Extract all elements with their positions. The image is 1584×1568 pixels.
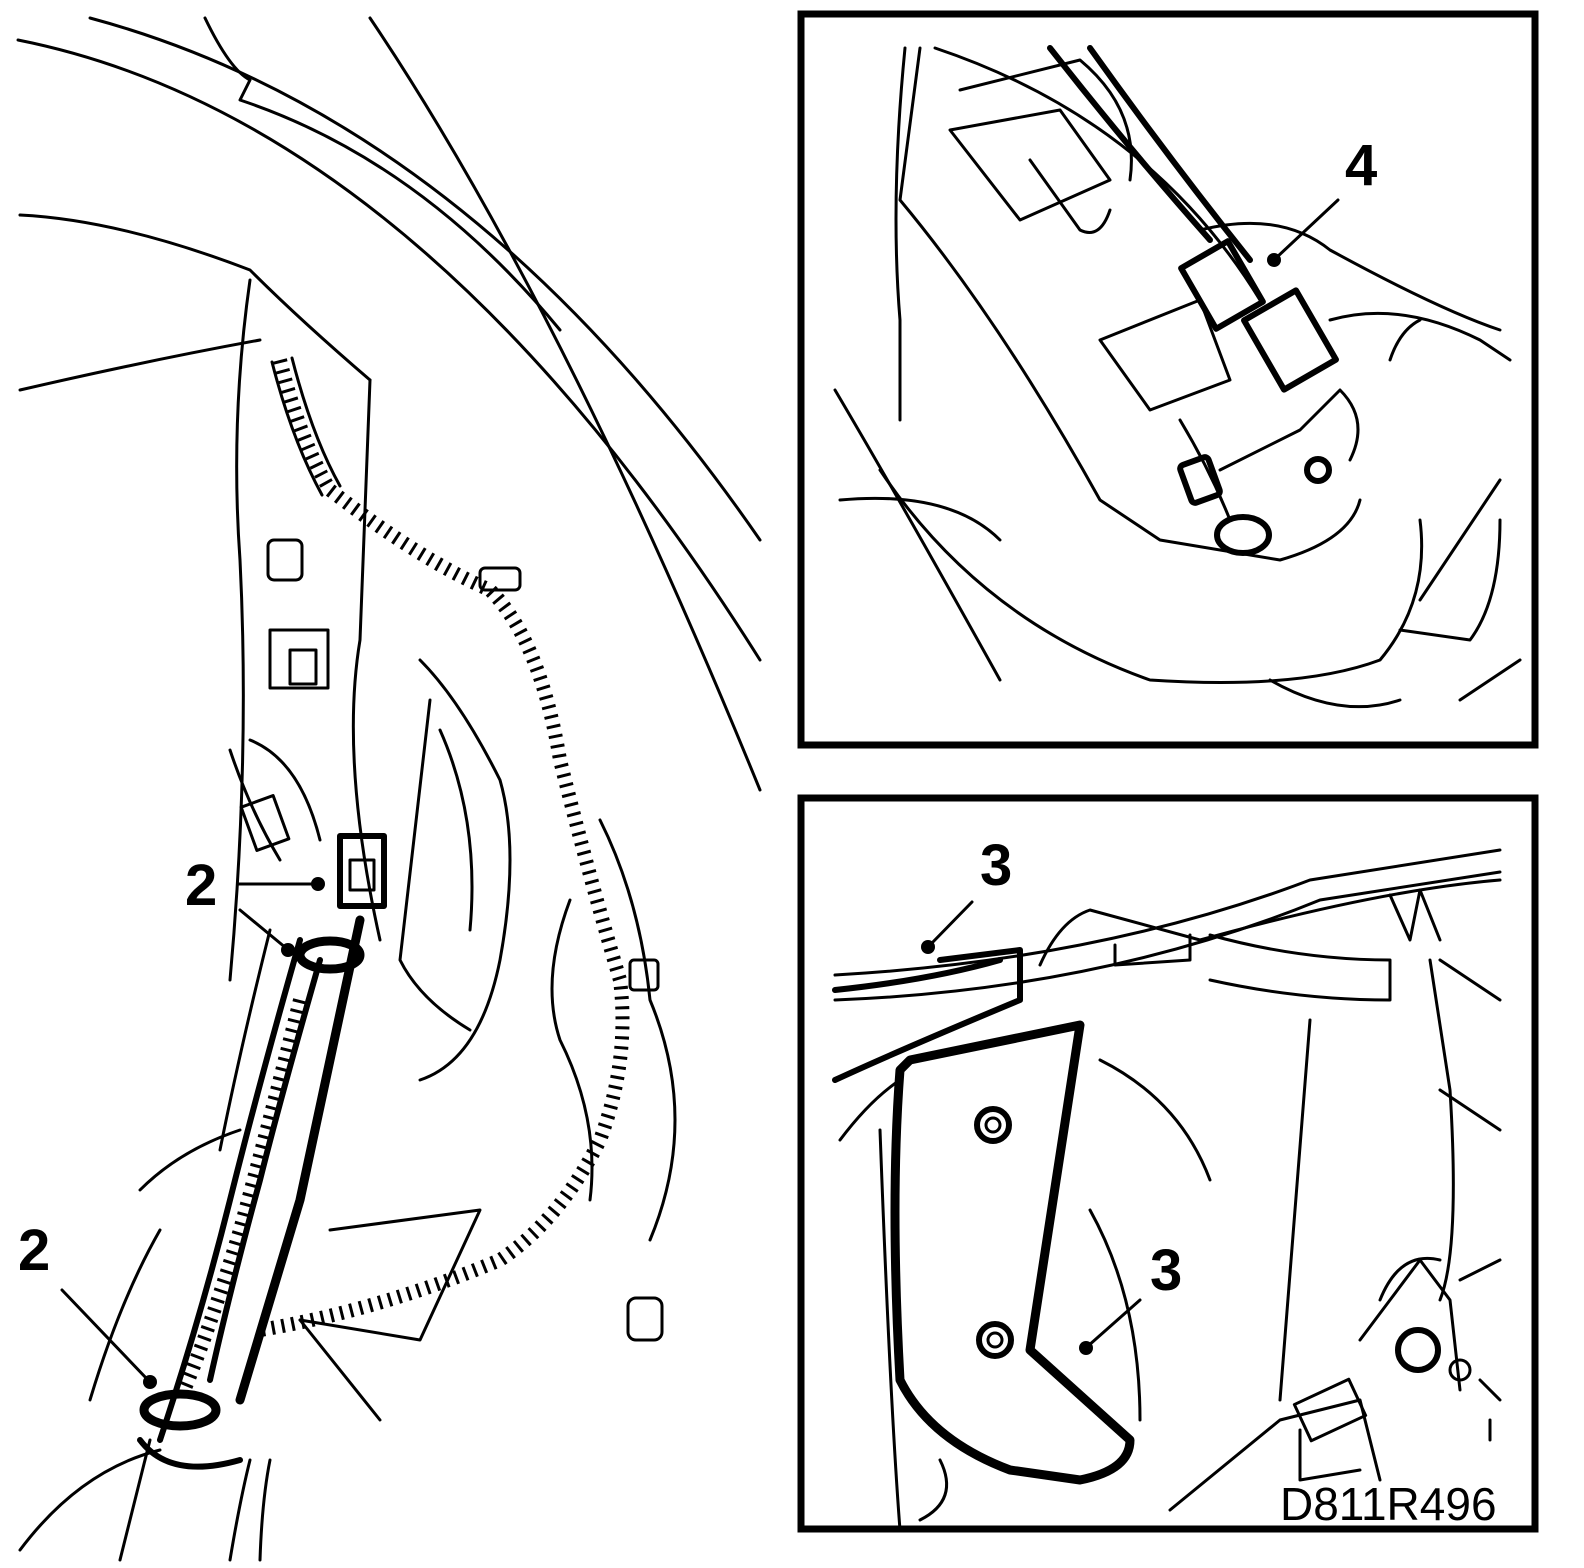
main-lower-callout: 2: [18, 1218, 50, 1283]
main-connector-callout: 2: [185, 853, 217, 918]
inset-bottom: 3 3 D811R496: [797, 794, 1539, 1533]
main-view: 2 2: [16, 16, 762, 1562]
inset-bottom-lower-callout: 3: [1150, 1238, 1182, 1303]
reference-code: D811R496: [1280, 1478, 1497, 1530]
inset-bottom-upper-callout: 3: [980, 833, 1012, 898]
inset-top-callout: 4: [1345, 133, 1377, 198]
inset-top: 4: [797, 10, 1539, 749]
